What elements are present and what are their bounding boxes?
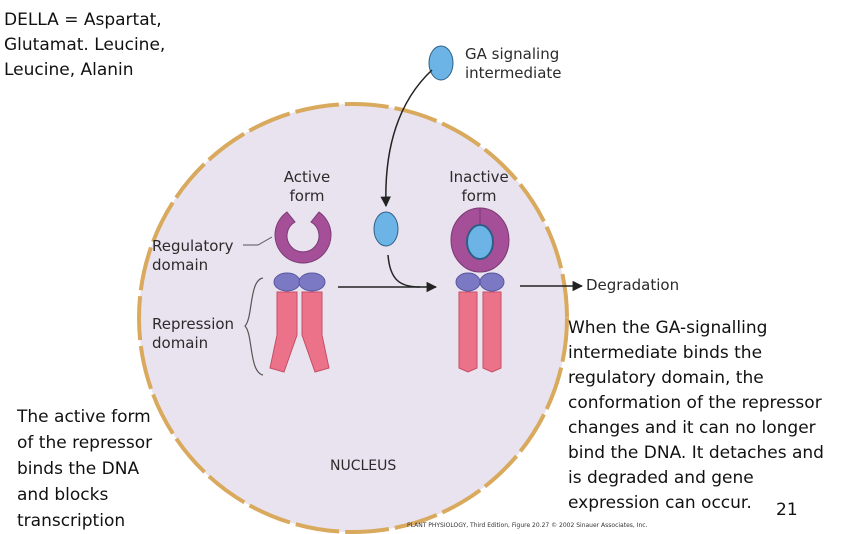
ga-intermediate-outside [428, 45, 454, 81]
degradation-label: Degradation [586, 276, 680, 294]
della-note: DELLA = Aspartat, Glutamat. Leucine, Leu… [4, 8, 165, 83]
inactive-repression-domain-right [482, 291, 502, 373]
inactive-label-line: Inactive [449, 168, 509, 186]
ga-binding-note: When the GA-signalling intermediate bind… [568, 316, 824, 516]
bound-ga-intermediate [466, 224, 494, 260]
active-form-note-line: binds the DNA [17, 459, 140, 479]
page-number: 21 [776, 500, 798, 520]
nucleus [137, 102, 569, 534]
inactive-linker-right [479, 272, 505, 292]
active-label-line: Active [283, 168, 331, 186]
active-form-note-line: transcription [17, 511, 126, 531]
active-label-line: form [289, 187, 325, 205]
inactive-repression-domain-left [458, 291, 478, 373]
active-form-repressor [269, 211, 332, 373]
active-repression-domain-right [301, 291, 330, 373]
inactive-label-line: form [461, 187, 497, 205]
figure-credit: PLANT PHYSIOLOGY, Third Edition, Figure … [407, 522, 648, 529]
active-regulatory-domain [274, 211, 332, 264]
nucleus-interior [139, 104, 567, 532]
active-form-note: The active form of the repressor binds t… [17, 404, 152, 534]
active-linker-right [298, 272, 326, 292]
ga-binding-note-line: changes and it can no longer [568, 418, 816, 438]
ga-label-line: GA signaling [465, 45, 560, 63]
active-form-note-line: and blocks [17, 485, 109, 505]
repression-brace [244, 277, 264, 376]
regulatory-leader [243, 236, 273, 246]
ga-entry-arrow [380, 69, 433, 208]
ga-intermediate-inside [373, 211, 399, 247]
regulatory-domain-label: Regulatory domain [152, 237, 233, 275]
nuclear-envelope [137, 102, 569, 534]
ga-label-line: intermediate [465, 64, 562, 82]
ga-binding-note-line: When the GA-signalling [568, 318, 768, 338]
repression-domain-label: Repression domain [152, 315, 234, 353]
active-linker-left [273, 272, 301, 292]
regulatory-label-line: Regulatory [152, 237, 234, 255]
ga-binding-note-line: conformation of the repressor [568, 393, 822, 413]
ga-binding-note-line: is degraded and gene [568, 468, 754, 488]
active-form-label: Active form [272, 168, 342, 206]
repression-label-line: Repression [152, 315, 235, 333]
inactive-form-repressor [450, 207, 510, 373]
inactive-form-label: Inactive form [442, 168, 516, 206]
della-note-line: Glutamat. Leucine, [4, 35, 166, 55]
ga-binding-note-line: bind the DNA. It detaches and [568, 443, 824, 463]
active-form-note-line: of the repressor [17, 433, 153, 453]
active-repression-domain-left [269, 291, 298, 373]
repression-label-line: domain [152, 334, 209, 352]
ga-binding-arrow [387, 254, 421, 288]
ga-intermediate-label: GA signaling intermediate [465, 45, 562, 83]
regulatory-label-line: domain [152, 256, 209, 274]
ga-binding-note-line: expression can occur. [568, 493, 752, 513]
nucleus-label: NUCLEUS [330, 458, 397, 474]
ga-binding-note-line: regulatory domain, the [568, 368, 764, 388]
active-form-note-line: The active form [17, 407, 151, 427]
ga-binding-note-line: intermediate binds the [568, 343, 763, 363]
inactive-linker-left [455, 272, 481, 292]
della-note-line: Leucine, Alanin [4, 60, 134, 80]
della-note-line: DELLA = Aspartat, [4, 10, 162, 30]
